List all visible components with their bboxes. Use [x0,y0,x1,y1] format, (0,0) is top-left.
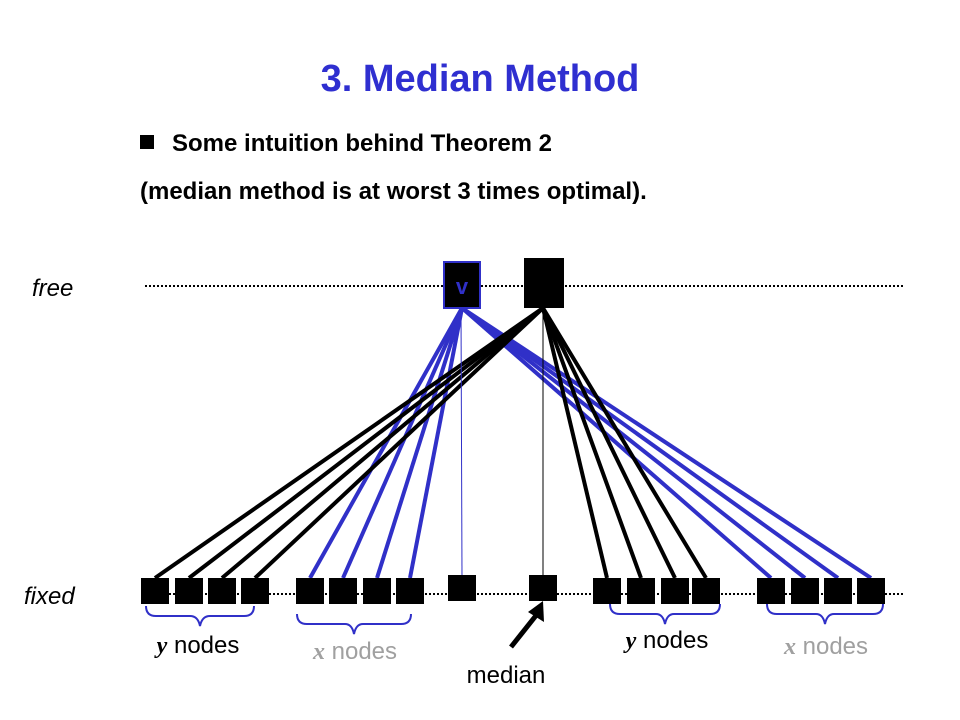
median-edge-y-right-4 [541,306,708,580]
fixed-node-mid-med-1 [529,575,557,601]
median-edge-y-right-3 [541,307,677,579]
group-word-y-right [636,627,643,654]
group-var-y-left: y [154,633,168,659]
median-edge-y-left-4 [253,306,545,580]
median-edge-y-right-1 [541,307,609,579]
free-label: free [32,275,73,302]
median-arrow [509,611,540,649]
group-label-x-left: x nodes [312,638,397,665]
group-word-y-left [167,632,174,659]
fixed-node-x-left-3 [363,578,391,604]
brace-y-left [145,605,255,627]
fixed-node-y-left-3 [208,578,236,604]
median-edge-y-left-2 [187,306,545,580]
bullet-square-icon [140,135,154,149]
fixed-node-mid-v-1 [448,575,476,601]
median-edge-y-left-3 [220,306,545,580]
fixed-node-x-left-2 [329,578,357,604]
free-node-v [443,261,481,309]
group-word-x-left [325,638,332,665]
median-label: median [467,662,546,689]
group-word-y-right-text: nodes [643,627,708,654]
v-edge-x-left-3 [375,307,464,579]
fixed-node-y-right-4 [692,578,720,604]
median-arrow-head-icon [528,601,544,622]
v-edges [308,306,873,580]
v-edge-x-right-4 [460,306,873,580]
v-edge-x-left-2 [341,307,464,579]
brace-y-right [609,603,721,625]
fixed-nodes [141,575,885,604]
fixed-node-x-right-3 [824,578,852,604]
group-label-y-right: y nodes [623,627,709,654]
bullet-item: Some intuition behind Theorem 2 [140,130,552,158]
bullet-subtext: (median method is at worst 3 times optim… [140,178,647,205]
fixed-node-x-right-2 [791,578,819,604]
group-word-x-left-text: nodes [332,638,397,665]
free-node-median-target [524,258,564,308]
free-node-v-label: v [456,274,469,299]
fixed-node-y-left-2 [175,578,203,604]
v-edge-x-left-4 [408,307,464,579]
brace-x-right [766,603,884,625]
group-var-y-right: y [623,628,637,654]
group-var-x-left: x [312,639,325,665]
fixed-node-y-left-4 [241,578,269,604]
fixed-label: fixed [24,583,75,610]
fixed-node-y-right-1 [593,578,621,604]
fixed-node-y-left-1 [141,578,169,604]
group-label-y-left: y nodes [154,632,240,659]
median-node-edges [153,306,708,580]
v-edge-x-right-1 [460,306,773,580]
median-edge-y-left-1 [153,306,545,580]
group-word-y-left-text: nodes [174,632,239,659]
group-word-x-right-text: nodes [803,633,868,660]
v-edge-x-right-2 [460,306,807,580]
group-var-x-right: x [783,634,796,660]
fixed-node-x-left-4 [396,578,424,604]
fixed-node-x-right-1 [757,578,785,604]
group-word-x-right [796,633,803,660]
median-edge-y-right-2 [541,307,643,579]
group-label-x-right: x nodes [783,633,868,660]
fixed-node-x-right-4 [857,578,885,604]
fixed-node-y-right-3 [661,578,689,604]
fixed-node-x-left-1 [296,578,324,604]
v-edge-x-right-3 [460,306,840,580]
brace-x-left [296,613,412,635]
fixed-node-y-right-2 [627,578,655,604]
slide-title: 3. Median Method [320,58,640,100]
bullet-text: Some intuition behind Theorem 2 [172,130,553,157]
v-edge-x-left-1 [308,307,464,579]
v-vertical-edge [460,307,463,579]
